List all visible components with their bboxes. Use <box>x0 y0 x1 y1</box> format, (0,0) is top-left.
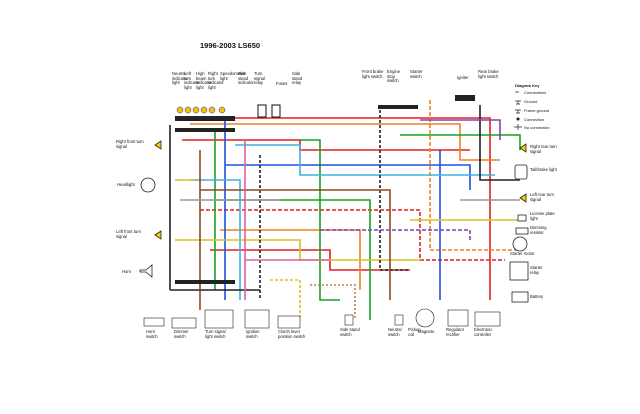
key-ground: Ground <box>524 99 538 104</box>
label-right-front-turn-signal: Right front turn signal <box>116 139 144 149</box>
diagram-key-symbols <box>514 91 522 130</box>
label-right-rear-turn-signal: Right rear turn signal <box>530 144 557 154</box>
label-side-stand-switch: Side stand switch <box>340 327 360 337</box>
label-left-turn-indicator: Left turn indicator light <box>184 71 200 90</box>
key-frame-ground: Frame ground <box>524 108 550 113</box>
label-starter-switch: Starter switch <box>410 69 423 79</box>
label-speedometer-light: Speedometer light <box>220 71 246 81</box>
bottom-switch-boxes <box>143 308 501 329</box>
label-ignition-switch: Ignition switch <box>246 329 260 339</box>
label-side-stand-indicator: Side stand indicator <box>238 71 254 86</box>
label-igniter: Igniter <box>457 75 469 80</box>
label-turn-signal-relay: Turn signal relay <box>254 71 265 86</box>
indicator-lights <box>176 106 226 114</box>
label-left-front-turn-signal: Left front turn signal <box>116 229 141 239</box>
key-connection: Connection <box>524 117 545 122</box>
label-neutral-switch: Neutral switch <box>388 327 402 337</box>
label-right-turn-indicator: Right turn indicator light <box>208 71 224 90</box>
key-heading: Diagram Key <box>515 83 540 88</box>
label-side-stand-relay: Side stand relay <box>292 71 303 86</box>
label-headlight: Headlight <box>117 182 135 187</box>
label-battery: Battery <box>530 294 544 299</box>
label-license-plate-light: License plate light <box>530 211 555 221</box>
label-left-rear-turn-signal: Left rear turn signal <box>530 192 554 202</box>
label-electronic-controller: Electronic controller <box>474 327 493 337</box>
label-fuses: Fuses <box>276 81 288 86</box>
right-components <box>509 143 529 303</box>
label-starter-motor: Starter motor <box>510 251 535 256</box>
left-components <box>139 140 162 278</box>
label-pickup-coil: Pickup coil <box>408 327 421 337</box>
label-high-beam-indicator: High beam indicator light <box>196 71 212 90</box>
diagram-title: 1996-2003 LS650 <box>200 41 261 50</box>
connector-blocks <box>175 95 475 284</box>
label-starter-relay: Starter relay <box>530 265 543 275</box>
label-turn-signal-switch: Turn signal light switch <box>205 329 226 339</box>
label-horn: Horn <box>122 269 132 274</box>
key-connections: Connections <box>524 90 547 95</box>
label-engine-stop-switch: Engine stop switch <box>387 69 401 84</box>
label-rear-brake-switch: Rear brake light switch <box>478 69 499 79</box>
label-magneto: Magneto <box>418 329 435 334</box>
label-neutral-indicator: Neutral indicator light <box>172 71 188 86</box>
label-dimming-resistor: Dimming resistor <box>530 225 547 235</box>
key-no-connection: No connection <box>524 125 550 130</box>
label-clutch-switch: Clutch lever position switch <box>278 329 306 339</box>
label-regulator-rectifier: Regulator rectifier <box>446 327 465 337</box>
label-horn-switch: Horn switch <box>146 329 158 339</box>
wire-harness <box>169 100 521 320</box>
label-dimmer-switch: Dimmer switch <box>174 329 189 339</box>
label-tail-brake-light: Tail/brake light <box>530 167 557 172</box>
label-front-brake-switch: Front brake light switch <box>362 69 384 79</box>
